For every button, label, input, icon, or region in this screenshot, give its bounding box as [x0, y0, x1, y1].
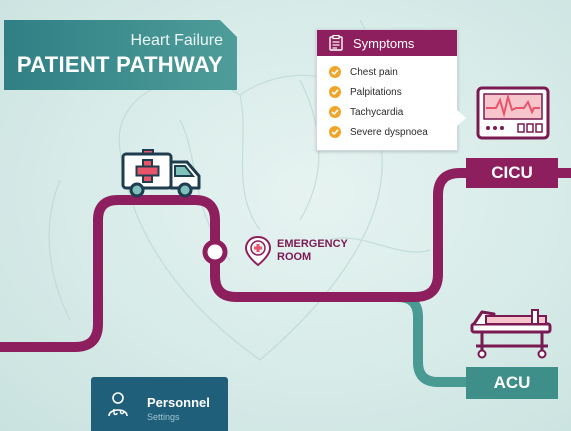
check-icon: [329, 86, 341, 98]
check-icon: [329, 106, 341, 118]
symptom-label: Palpitations: [350, 86, 402, 98]
ambulance-icon: [121, 149, 201, 198]
location-pin-icon: [244, 235, 272, 267]
list-item: Chest pain: [329, 62, 457, 82]
title-banner: Heart Failure PATIENT PATHWAY: [4, 20, 237, 90]
title-subtitle: Heart Failure: [130, 32, 223, 49]
doctor-icon: [108, 392, 128, 417]
hospital-bed-icon: [470, 309, 552, 359]
symptoms-title: Symptoms: [353, 35, 415, 51]
symptoms-header: Symptoms: [317, 30, 457, 56]
list-item: Tachycardia: [329, 102, 457, 122]
check-icon: [329, 126, 341, 138]
personnel-title: Personnel: [147, 395, 210, 410]
personnel-subtitle: Settings: [147, 412, 180, 422]
emergency-room-node[interactable]: [202, 239, 228, 265]
symptom-label: Severe dyspnoea: [350, 126, 428, 138]
symptom-label: Chest pain: [350, 66, 398, 78]
path-to-acu: [393, 292, 470, 387]
acu-station-label[interactable]: ACU: [466, 367, 558, 399]
personnel-settings-button[interactable]: Personnel Settings: [91, 377, 228, 431]
cicu-station-label[interactable]: CICU: [466, 158, 558, 188]
monitor-icon: [476, 86, 550, 140]
emergency-room-label-line2: ROOM: [277, 251, 312, 263]
symptoms-list: Chest pain Palpitations Tachycardia Seve…: [317, 56, 457, 142]
check-icon: [329, 66, 341, 78]
symptoms-card: Symptoms Chest pain Palpitations Tachyca…: [316, 29, 466, 151]
list-item: Severe dyspnoea: [329, 122, 457, 142]
clipboard-icon: [329, 35, 343, 51]
emergency-room-label: EMERGENCY ROOM: [277, 238, 348, 264]
page-title: PATIENT PATHWAY: [16, 52, 223, 77]
symptom-label: Tachycardia: [350, 106, 404, 118]
list-item: Palpitations: [329, 82, 457, 102]
emergency-room-label-line1: EMERGENCY: [277, 238, 348, 250]
